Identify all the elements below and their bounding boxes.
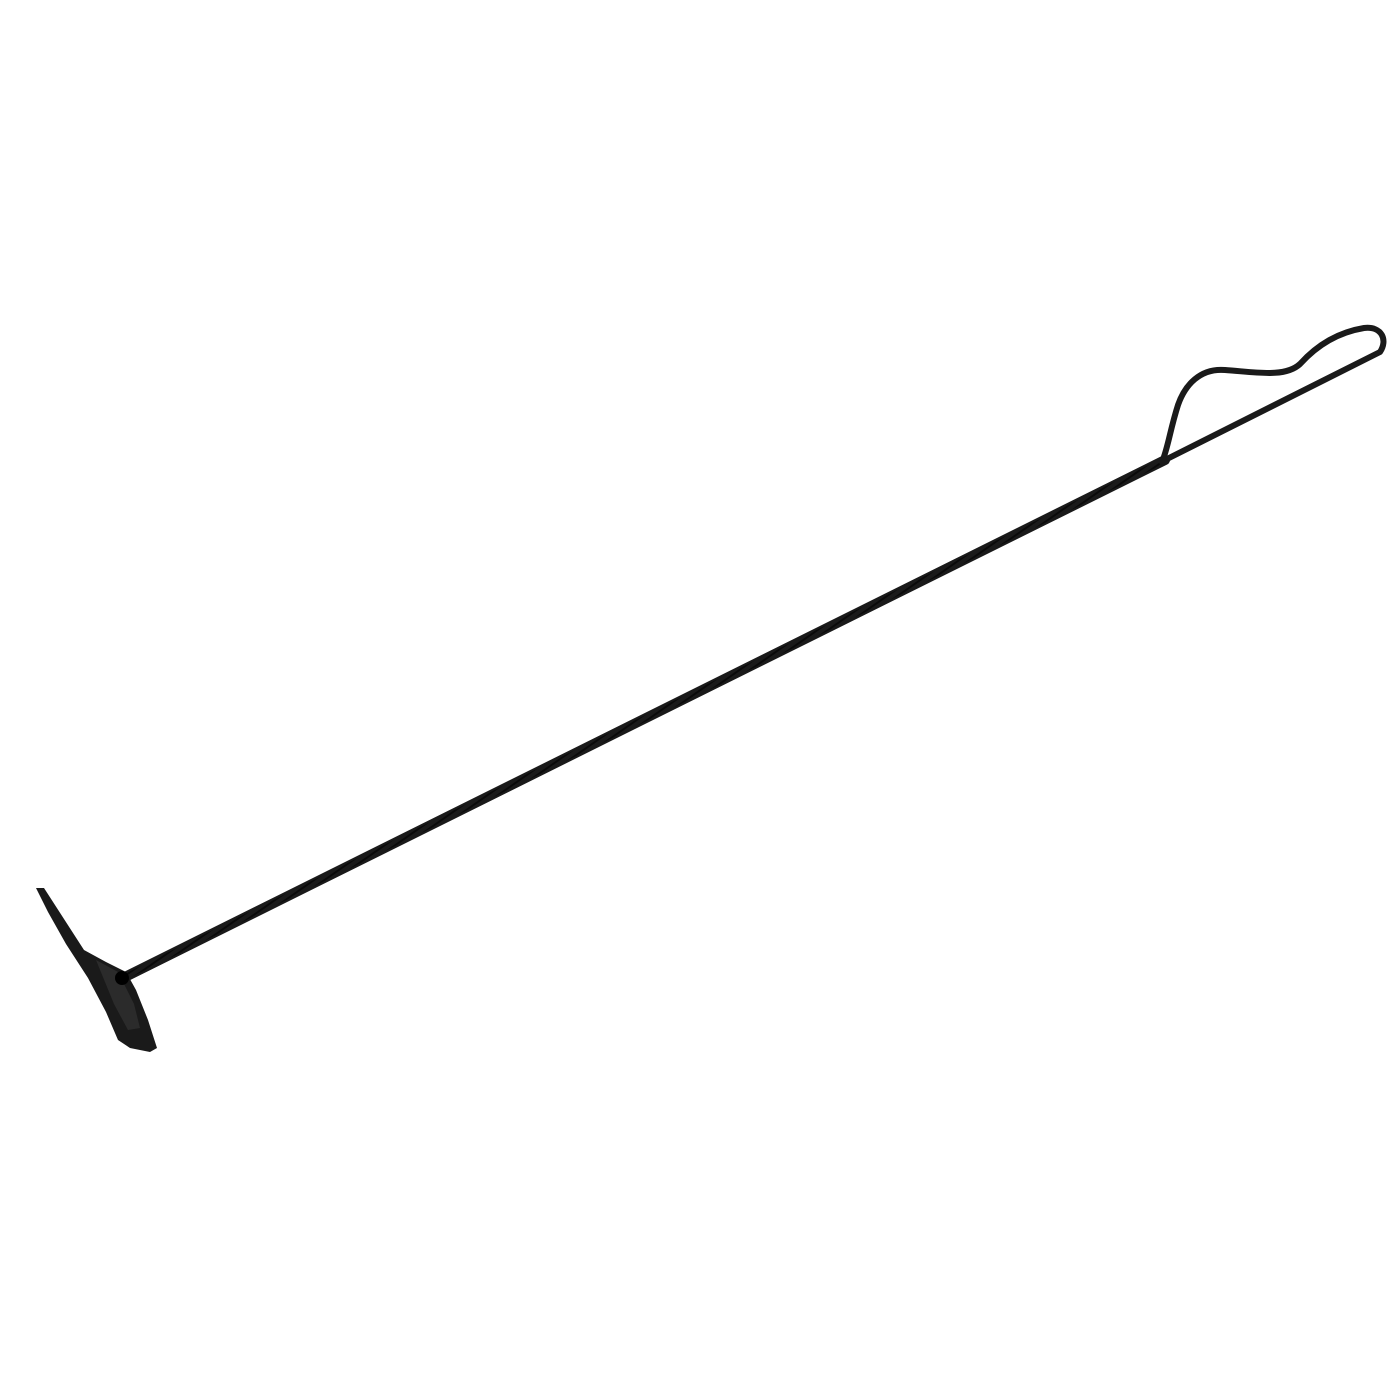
- loop-handle: [1159, 324, 1387, 465]
- twisted-shaft-texture: [120, 457, 1168, 981]
- shaft-blade-joint: [115, 971, 129, 985]
- stake-blade-highlight: [96, 960, 140, 1030]
